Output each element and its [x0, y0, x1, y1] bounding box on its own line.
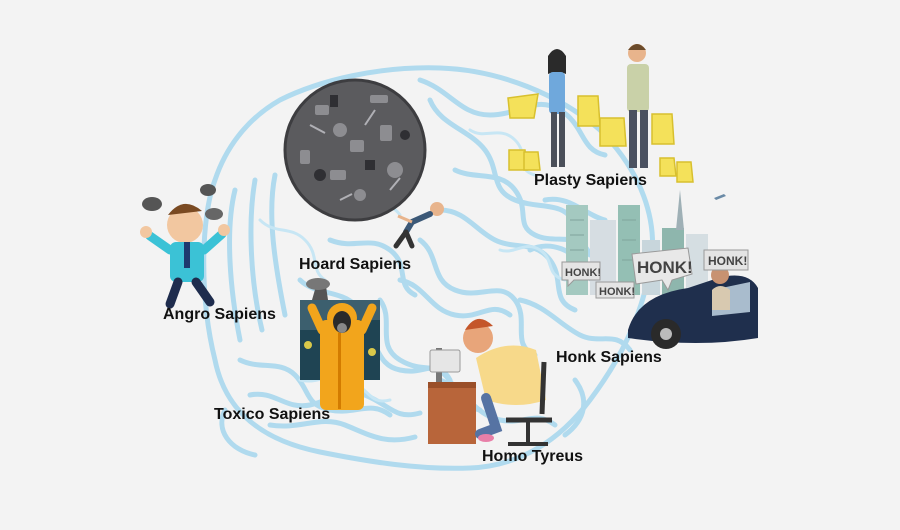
- honk-bubble-large: HONK!: [637, 258, 693, 277]
- angro-sapiens-label: Angro Sapiens: [163, 306, 276, 323]
- honk-bubbles: HONK! HONK! HONK! HONK!: [561, 247, 749, 299]
- toxico-sapiens-label: Toxico Sapiens: [214, 406, 331, 423]
- trash-ball-illustration: [283, 78, 427, 222]
- hazmat-person-illustration: [300, 278, 380, 410]
- desk-worker-illustration: [428, 318, 552, 446]
- homo-tyreus-label: Homo Tyreus: [482, 448, 584, 465]
- shoppers-illustration: [507, 44, 694, 183]
- plasty-sapiens-label: Plasty Sapiens: [534, 172, 647, 189]
- honk-bubble-right: HONK!: [708, 254, 747, 268]
- hoard-sapiens-label: Hoard Sapiens: [299, 256, 412, 273]
- pushing-man-illustration: [393, 202, 444, 249]
- honk-sapiens-label: Honk Sapiens: [556, 349, 662, 366]
- honk-bubble-small-2: HONK!: [599, 286, 635, 298]
- angry-man-illustration: [140, 184, 230, 309]
- honk-bubble-small-1: HONK!: [565, 267, 601, 279]
